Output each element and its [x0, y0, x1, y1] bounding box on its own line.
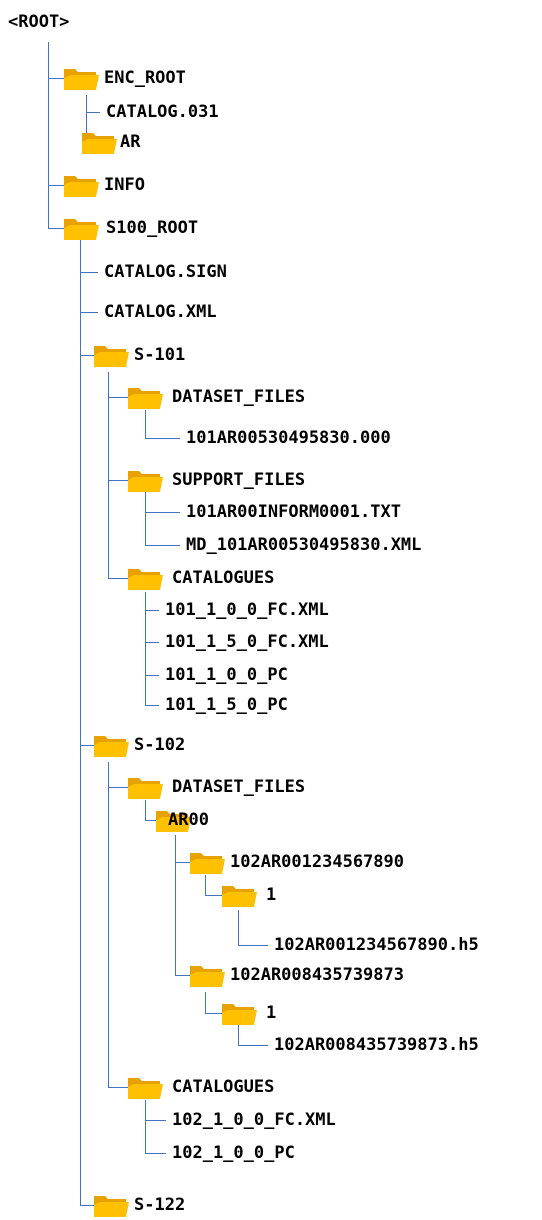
connector-branch	[145, 1120, 166, 1122]
folder-label: SUPPORT_FILES	[172, 470, 306, 490]
folder-icon	[128, 778, 163, 799]
connector-trunk	[145, 492, 147, 545]
file-label: CATALOG.SIGN	[104, 262, 227, 282]
folder-label: 1	[266, 1003, 277, 1023]
file-label: 102AR008435739873.h5	[274, 1035, 479, 1055]
connector-trunk	[145, 800, 147, 820]
folder-label: ENC_ROOT	[104, 68, 186, 88]
connector-branch	[145, 512, 180, 514]
folder-icon	[64, 176, 99, 197]
folder-icon	[156, 811, 191, 832]
file-label: 101_1_5_0_FC.XML	[165, 632, 329, 652]
connector-branch	[108, 480, 130, 482]
connector-branch	[145, 820, 158, 822]
connector-trunk	[108, 762, 110, 1087]
connector-branch	[80, 312, 98, 314]
folder-icon	[128, 471, 163, 492]
connector-trunk	[205, 992, 207, 1013]
folder-label: CATALOGUES	[172, 568, 275, 588]
connector-branch	[238, 1045, 268, 1047]
file-label: 102_1_0_0_PC	[172, 1143, 295, 1163]
file-label: 101_1_0_0_PC	[165, 665, 288, 685]
connector-branch	[145, 642, 159, 644]
connector-trunk	[80, 240, 82, 1205]
folder-icon	[94, 346, 129, 367]
folder-label: S-122	[134, 1195, 186, 1215]
connector-branch	[145, 545, 180, 547]
connector-trunk	[145, 410, 147, 438]
connector-trunk	[238, 1025, 240, 1045]
file-label: MD_101AR00530495830.XML	[186, 535, 422, 555]
connector-trunk	[145, 1100, 147, 1153]
connector-trunk	[238, 910, 240, 945]
connector-branch	[80, 272, 98, 274]
connector-branch	[145, 1153, 166, 1155]
connector-branch	[108, 787, 130, 789]
connector-branch	[108, 397, 130, 399]
connector-trunk	[205, 875, 207, 895]
connector-branch	[175, 862, 192, 864]
connector-branch	[145, 675, 159, 677]
connector-branch	[145, 705, 159, 707]
connector-branch	[48, 228, 66, 230]
connector-trunk	[48, 42, 50, 228]
folder-icon	[94, 1196, 129, 1217]
connector-branch	[108, 578, 130, 580]
folder-label: S-101	[134, 345, 186, 365]
folder-label: AR00	[168, 810, 209, 830]
folder-label: DATASET_FILES	[172, 387, 306, 407]
file-label: 102_1_0_0_FC.XML	[172, 1110, 336, 1130]
folder-icon	[82, 133, 117, 154]
connector-trunk	[108, 372, 110, 578]
connector-branch	[205, 1013, 224, 1015]
connector-trunk	[145, 592, 147, 705]
connector-trunk	[86, 95, 88, 142]
connector-branch	[86, 112, 100, 114]
connector-branch	[108, 1087, 130, 1089]
folder-icon	[94, 736, 129, 757]
connector-branch	[205, 895, 224, 897]
file-label: 101_1_5_0_PC	[165, 695, 288, 715]
connector-branch	[80, 1205, 96, 1207]
folder-icon	[190, 966, 225, 987]
folder-label: DATASET_FILES	[172, 777, 306, 797]
connector-branch	[238, 945, 268, 947]
folder-label: 102AR001234567890	[230, 852, 404, 872]
root-label: <ROOT>	[8, 12, 70, 32]
folder-icon	[222, 886, 257, 907]
folder-icon	[64, 219, 99, 240]
connector-trunk	[175, 835, 177, 975]
connector-branch	[145, 610, 159, 612]
folder-icon	[128, 388, 163, 409]
connector-branch	[145, 438, 180, 440]
folder-label: S-102	[134, 735, 186, 755]
folder-icon	[128, 1078, 163, 1099]
connector-branch	[80, 745, 96, 747]
connector-branch	[48, 185, 66, 187]
file-label: 102AR001234567890.h5	[274, 935, 479, 955]
connector-branch	[80, 355, 96, 357]
folder-icon	[128, 569, 163, 590]
folder-label: 102AR008435739873	[230, 965, 404, 985]
file-label: 101_1_0_0_FC.XML	[165, 600, 329, 620]
folder-label: CATALOGUES	[172, 1077, 275, 1097]
folder-label: AR	[120, 132, 141, 152]
connector-branch	[48, 78, 66, 80]
folder-icon	[222, 1004, 257, 1025]
folder-label: 1	[266, 885, 277, 905]
file-label: CATALOG.031	[106, 102, 219, 122]
file-label: 101AR00530495830.000	[186, 428, 391, 448]
file-label: CATALOG.XML	[104, 302, 217, 322]
folder-label: S100_ROOT	[106, 218, 199, 238]
file-label: 101AR00INFORM0001.TXT	[186, 502, 401, 522]
connector-branch	[175, 975, 192, 977]
folder-label: INFO	[104, 175, 145, 195]
folder-icon	[190, 853, 225, 874]
folder-icon	[64, 69, 99, 90]
